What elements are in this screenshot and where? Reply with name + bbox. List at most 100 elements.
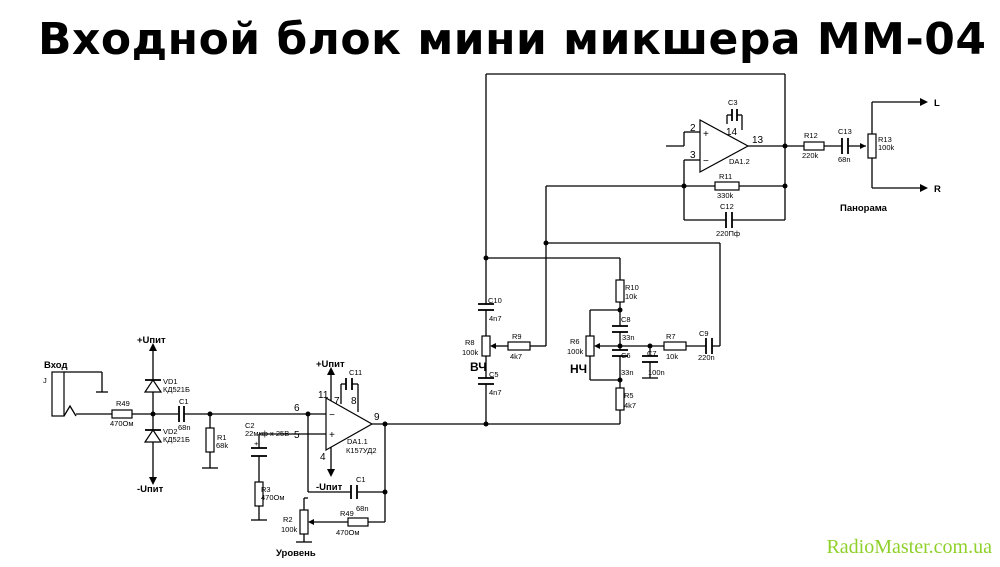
c3-name: C3 — [728, 98, 738, 107]
da11-pin-6: 6 — [294, 403, 300, 414]
r7-value: 10k — [666, 352, 678, 361]
vd2-value: КД521Б — [163, 435, 190, 444]
r49-feedback-value: 470Ом — [336, 528, 360, 537]
r11-name: R11 — [719, 172, 732, 181]
input-jack-body — [51, 371, 65, 417]
r10-name: R10 — [625, 283, 639, 292]
resistor-r10 — [615, 279, 625, 303]
resistor-r7 — [663, 341, 687, 351]
svg-text:+: + — [254, 439, 259, 448]
diode-vd2 — [143, 428, 163, 443]
r3-value: 470Ом — [261, 493, 285, 502]
r6-name: R6 — [570, 337, 580, 346]
c7-value: 100n — [648, 368, 665, 377]
c1-feedback-name: C1 — [356, 475, 366, 484]
r13-name: R13 — [878, 135, 892, 144]
upit-pos-label-opamp: +Uпит — [316, 359, 345, 370]
r8-value: 100k — [462, 348, 479, 357]
svg-text:+: + — [703, 129, 709, 140]
c8-value: 33n — [622, 333, 635, 342]
c8-name: C8 — [621, 315, 631, 324]
r49-feedback-name: R49 — [340, 509, 354, 518]
da11-pin-4: 4 — [320, 452, 326, 463]
nch-label: НЧ — [570, 362, 587, 376]
da11-pin-8: 8 — [351, 396, 357, 407]
power-arrow-pos-diodes — [149, 343, 157, 351]
upit-neg-label-diodes: -Uпит — [137, 484, 164, 495]
panorama-label: Панорама — [840, 203, 888, 214]
potentiometer-r2 — [299, 509, 309, 535]
potentiometer-r8 — [481, 335, 491, 357]
r3-name: R3 — [261, 485, 271, 494]
resistor-r49-input — [111, 409, 133, 419]
r2-value: 100k — [281, 525, 298, 534]
r6-value: 100k — [567, 347, 584, 356]
c5-value: 4n7 — [489, 388, 502, 397]
c2-name: C2 — [245, 421, 255, 430]
c6-value: 33n — [621, 368, 634, 377]
da11-pin-11: 11 — [318, 390, 329, 401]
uroven-label: Уровень — [276, 548, 316, 559]
svg-text:−: − — [329, 410, 335, 421]
resistor-r11 — [714, 181, 740, 191]
resistor-r5 — [615, 387, 625, 411]
r11-value: 330k — [717, 191, 734, 200]
r12-value: 220k — [802, 151, 819, 160]
vch-label: ВЧ — [470, 360, 487, 374]
page-title: Входной блок мини микшера ММ-04 — [38, 14, 987, 65]
r5-name: R5 — [624, 391, 634, 400]
r12-name: R12 — [804, 131, 818, 140]
r13-value: 100k — [878, 143, 895, 152]
output-arrow-r — [920, 184, 928, 192]
da12-pin-13: 13 — [752, 135, 764, 146]
potentiometer-r6 — [585, 335, 595, 357]
upit-neg-label-opamp: -Uпит — [316, 482, 343, 493]
c7-name: C7 — [647, 349, 657, 358]
c2-value: 22мкф x 25B — [245, 429, 289, 438]
da12-pin-14: 14 — [726, 127, 738, 138]
opamp-da1-2 — [699, 118, 750, 174]
da11-value: К157УД2 — [346, 446, 377, 455]
r5-value: 4k7 — [624, 401, 636, 410]
c5-name: C5 — [489, 370, 499, 379]
resistor-r49-feedback — [347, 517, 369, 527]
svg-text:−: − — [703, 156, 709, 167]
c13-value: 68n — [838, 155, 851, 164]
junction-dots — [150, 143, 788, 495]
da12-pin-2: 2 — [690, 123, 696, 134]
resistor-r3 — [254, 481, 264, 507]
c13-name: C13 — [838, 127, 852, 136]
power-arrow-pos-opamp — [327, 367, 335, 375]
r1-value: 68k — [216, 441, 228, 450]
vd1-name: VD1 — [163, 377, 178, 386]
c1-feedback-value: 68n — [356, 504, 369, 513]
r10-value: 10k — [625, 292, 637, 301]
resistor-r9 — [507, 341, 531, 351]
da11-pin-9: 9 — [374, 412, 380, 423]
r1-name: R1 — [217, 433, 227, 442]
da11-pin-5: 5 — [294, 430, 300, 441]
power-arrow-neg-opamp — [327, 469, 335, 477]
c1-input-name: C1 — [179, 397, 189, 406]
da11-name: DA1.1 — [347, 437, 368, 446]
r9-name: R9 — [512, 332, 522, 341]
r8-name: R8 — [465, 338, 475, 347]
upit-pos-label-diodes: +Uпит — [137, 335, 166, 346]
c10-name: C10 — [488, 296, 502, 305]
svg-text:+: + — [329, 430, 335, 441]
da12-name: DA1.2 — [729, 157, 750, 166]
c9-name: C9 — [699, 329, 709, 338]
c6-name: C6 — [621, 351, 631, 360]
wires — [51, 73, 920, 543]
resistor-r1 — [205, 427, 215, 453]
opamp-da1-1 — [325, 396, 374, 452]
resistor-r12 — [803, 141, 825, 151]
r2-name: R2 — [283, 515, 293, 524]
r49-input-value: 470Ом — [110, 419, 134, 428]
c9-value: 220n — [698, 353, 715, 362]
c1-input-value: 68n — [178, 423, 191, 432]
c12-value: 220Пф — [716, 229, 740, 238]
c12-name: C12 — [720, 202, 734, 211]
jack-label: J — [43, 376, 47, 385]
